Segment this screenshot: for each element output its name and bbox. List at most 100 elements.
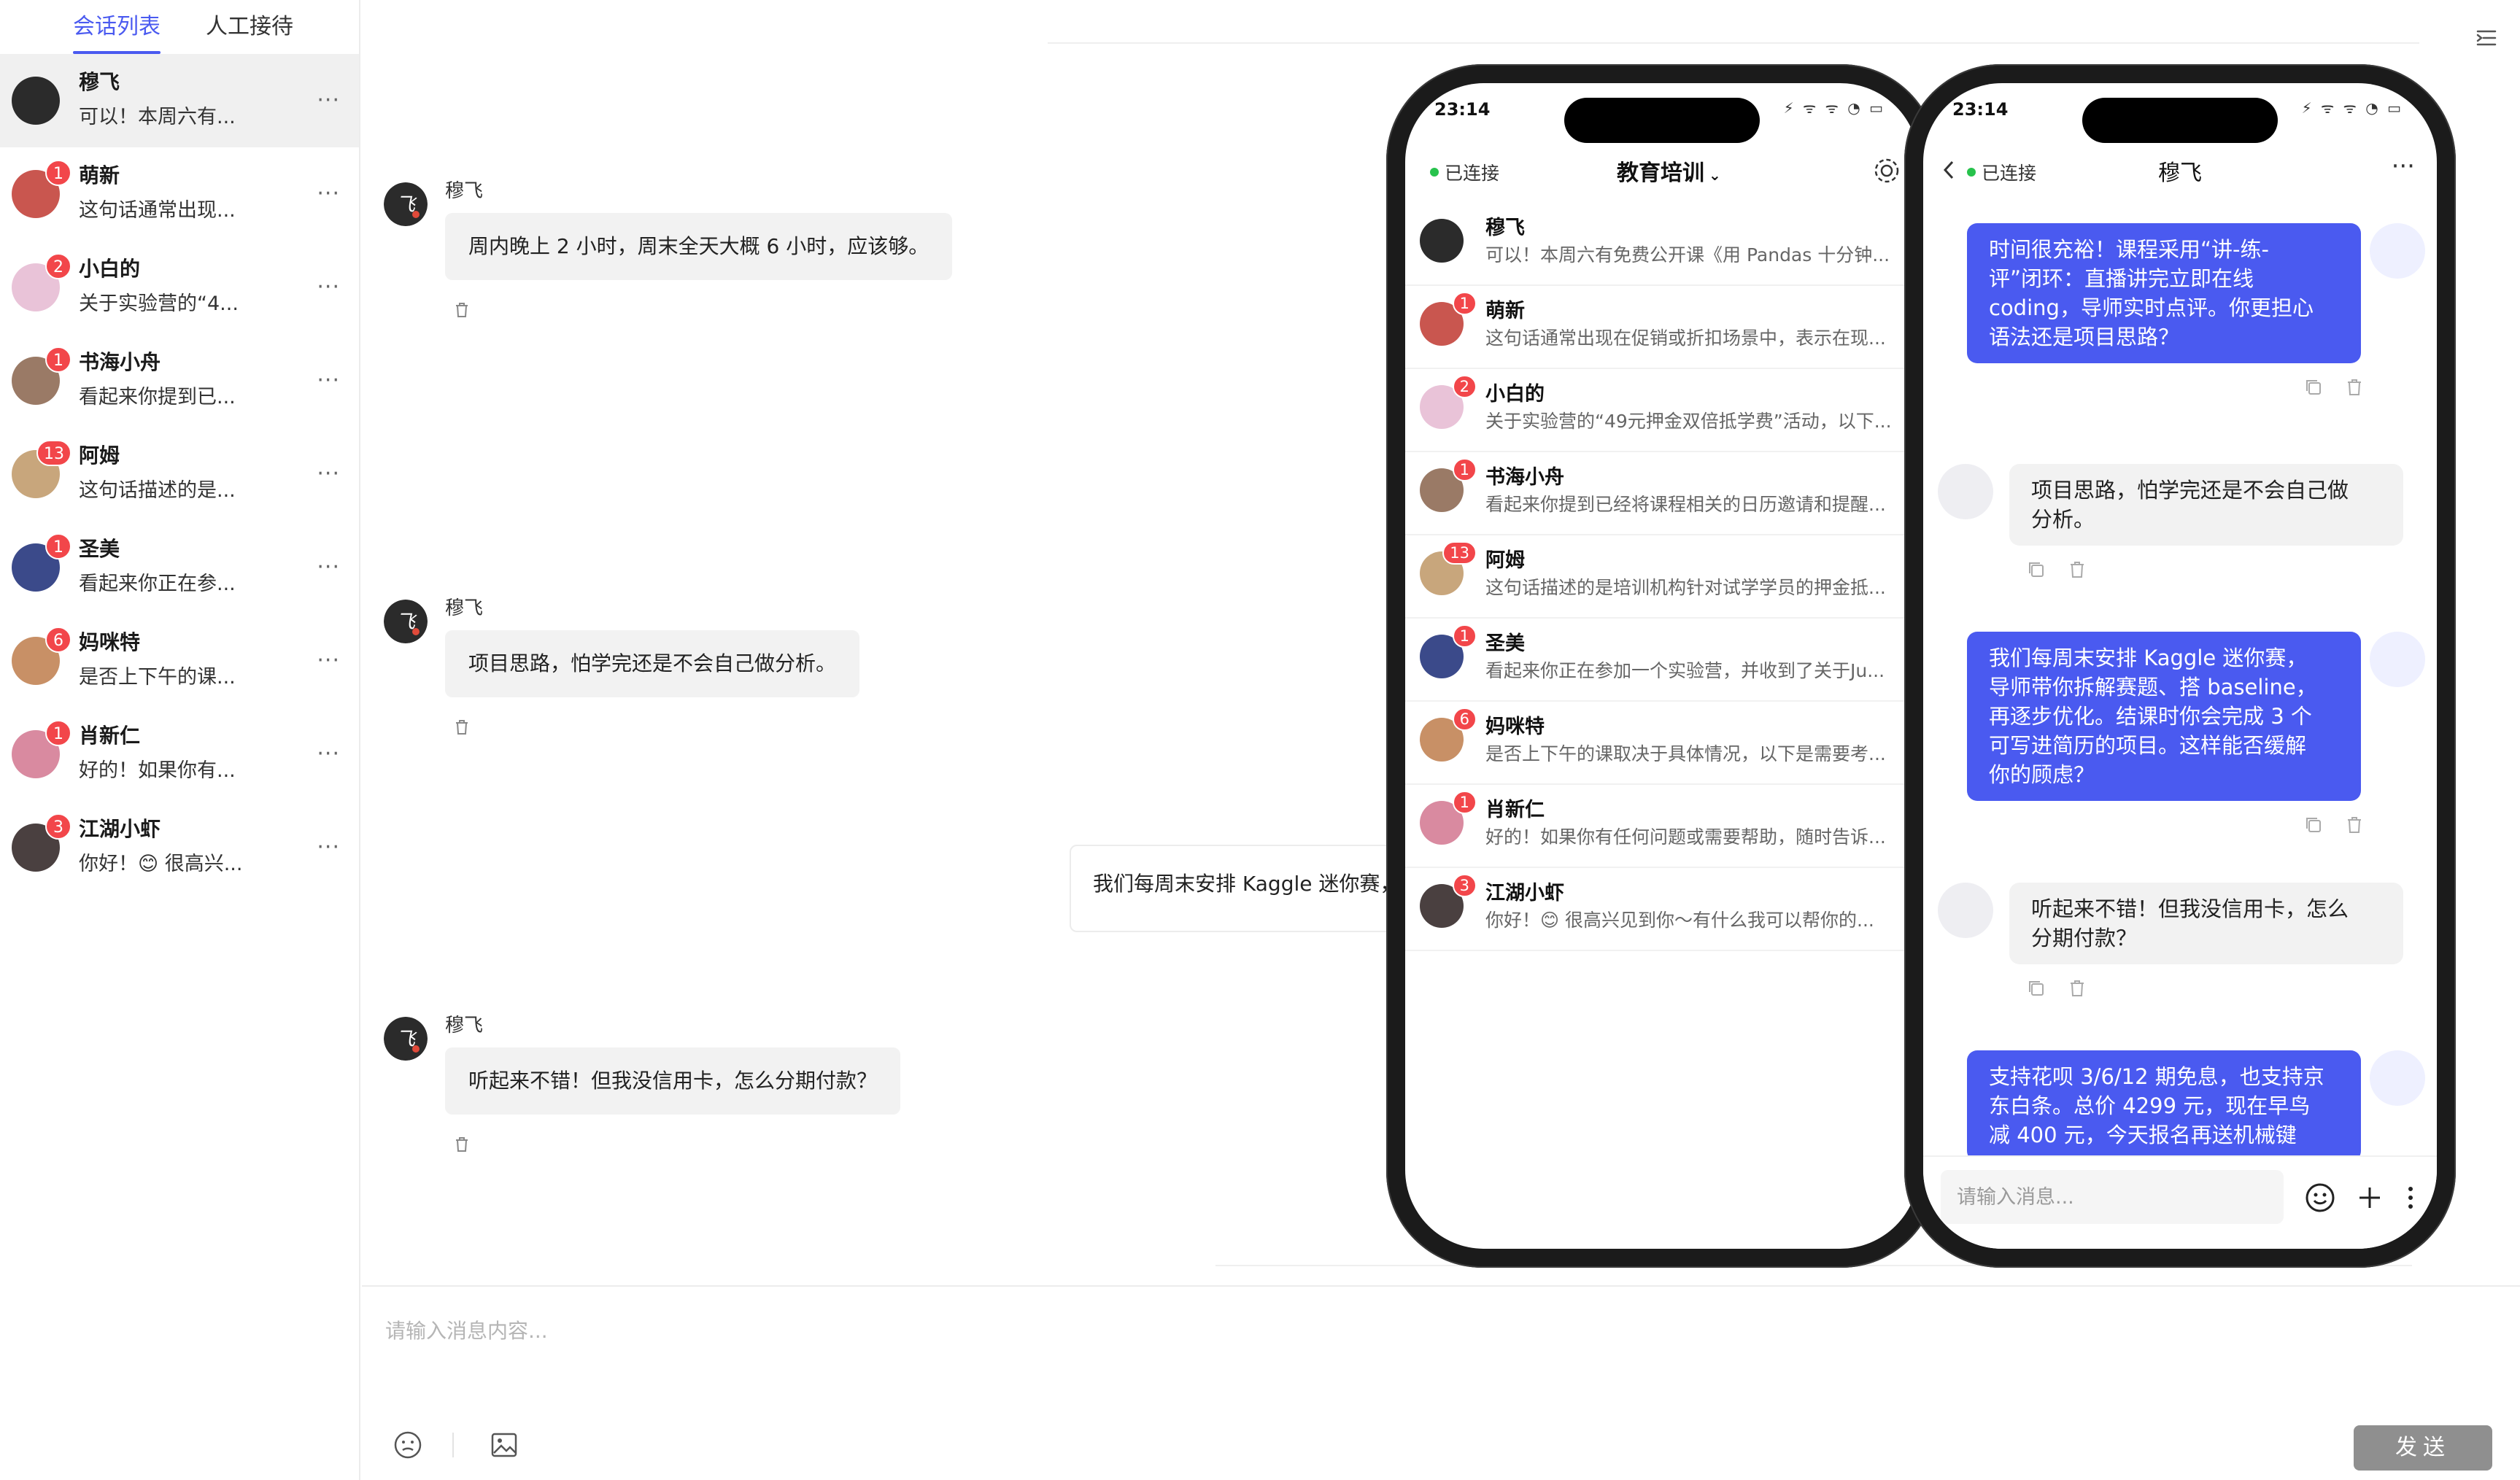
connected-dot-icon xyxy=(1967,168,1976,177)
phone-message-input[interactable] xyxy=(1941,1170,2284,1224)
conversation-name: 小白的 xyxy=(79,257,141,281)
message-row: 飞 穆飞 听起来不错！但我没信用卡，怎么分期付款？ xyxy=(384,1015,901,1157)
delete-icon[interactable] xyxy=(452,718,471,737)
conversation-text: 书海小舟看起来你提到已... xyxy=(79,348,236,414)
conversation-text: 阿姆这句话描述的是... xyxy=(79,441,236,507)
message-sender: 穆飞 xyxy=(445,597,484,619)
conversation-name: 圣美 xyxy=(1485,632,1525,655)
delete-icon[interactable] xyxy=(2066,977,2088,999)
more-options-button[interactable]: ··· xyxy=(317,274,340,300)
phone-frame-list: 23:14 ⚡ ᯤ ᯤ ◔ ▭ 已连接 教育培训⌄ 穆飞可以！本周六有免费公开课… xyxy=(1386,64,1938,1268)
avatar: 3 xyxy=(1420,874,1477,928)
more-options-button[interactable]: ··· xyxy=(317,461,340,487)
conversation-text: 萌新这句话通常出现... xyxy=(79,161,236,227)
delete-icon[interactable] xyxy=(2066,559,2088,581)
gear-icon[interactable] xyxy=(1872,156,1901,185)
unread-badge: 1 xyxy=(45,346,71,373)
conversation-item[interactable]: 穆飞可以！本周六有...··· xyxy=(0,54,359,147)
send-button[interactable]: 发送 xyxy=(2354,1425,2492,1471)
more-options-button[interactable]: ··· xyxy=(317,648,340,673)
back-arrow-icon[interactable] xyxy=(1941,159,1958,181)
avatar xyxy=(1420,219,1464,263)
avatar: 1 xyxy=(1420,791,1477,845)
message-divider xyxy=(1048,42,2419,44)
copy-icon[interactable] xyxy=(2025,559,2047,581)
message-sender: 穆飞 xyxy=(445,1015,484,1037)
conversation-text: 小白的关于实验营的“4... xyxy=(79,255,239,320)
unread-badge: 1 xyxy=(45,160,71,186)
delete-icon[interactable] xyxy=(452,301,471,319)
delete-icon[interactable] xyxy=(2343,376,2365,398)
conversation-preview: 可以！本周六有... xyxy=(79,106,236,128)
message-line: 可写进简历的项目。这样能否缓解 xyxy=(1989,733,2307,758)
message-line: 语法还是项目思路？ xyxy=(1989,325,2180,349)
phone-conversation-item[interactable]: 穆飞可以！本周六有免费公开课《用 Pandas 十分钟... xyxy=(1405,203,1919,286)
conversation-name: 肖新仁 xyxy=(1485,799,1545,821)
avatar: 1 xyxy=(12,533,71,592)
conversation-item[interactable]: 1 萌新这句话通常出现... ··· xyxy=(0,147,359,241)
conversation-name: 妈咪特 xyxy=(79,630,141,654)
more-options-button[interactable]: ··· xyxy=(317,368,340,393)
status-time: 23:14 xyxy=(1434,99,1491,120)
unread-badge: 1 xyxy=(1452,292,1477,315)
avatar-image xyxy=(12,77,60,125)
connection-label: 已连接 xyxy=(1982,163,2037,184)
emoji-icon[interactable] xyxy=(2304,1182,2336,1214)
message-input[interactable] xyxy=(385,1301,2136,1360)
status-icons: ⚡ ᯤ ᯤ ◔ ▭ xyxy=(1783,99,1885,117)
conversation-name: 萌新 xyxy=(79,163,120,187)
category-selector[interactable]: 教育培训⌄ xyxy=(1617,155,1721,187)
more-options-button[interactable]: ··· xyxy=(317,554,340,580)
more-options-button[interactable]: ··· xyxy=(317,834,340,860)
tab-conversation-list[interactable]: 会话列表 xyxy=(73,0,161,54)
more-options-button[interactable]: ··· xyxy=(2391,152,2415,181)
avatar: 1 xyxy=(1420,458,1477,512)
unread-badge: 6 xyxy=(1452,708,1477,731)
connection-status: 已连接 xyxy=(1430,159,1499,185)
connection-label: 已连接 xyxy=(1445,163,1500,184)
avatar: 6 xyxy=(12,627,71,685)
unread-badge: 2 xyxy=(1452,375,1477,398)
emoji-icon[interactable] xyxy=(393,1430,423,1460)
delete-icon[interactable] xyxy=(2343,814,2365,836)
phone-screen: 23:14 ⚡ ᯤ ᯤ ◔ ▭ 已连接 穆飞 ··· 时间很充裕！课程采用“讲-… xyxy=(1923,83,2437,1249)
delete-icon[interactable] xyxy=(452,1135,471,1154)
copy-icon[interactable] xyxy=(2025,977,2047,999)
avatar: 3 xyxy=(12,813,71,872)
vertical-more-icon[interactable] xyxy=(2395,1182,2427,1214)
copy-icon[interactable] xyxy=(2303,376,2324,398)
conversation-item[interactable]: 1 书海小舟看起来你提到已... ··· xyxy=(0,334,359,427)
list-menu-icon[interactable] xyxy=(2473,25,2500,51)
more-options-button[interactable]: ··· xyxy=(317,88,340,113)
unread-badge: 13 xyxy=(1442,541,1477,565)
conversation-name: 肖新仁 xyxy=(79,724,141,748)
conversation-name: 书海小舟 xyxy=(79,350,161,374)
more-options-button[interactable]: ··· xyxy=(317,181,340,206)
conversation-text: 江湖小虾你好！😊 很高兴... xyxy=(79,815,242,880)
tab-manual-reception[interactable]: 人工接待 xyxy=(206,14,293,39)
plus-icon[interactable] xyxy=(2354,1182,2386,1214)
message-line: 支持花呗 3/6/12 期免息，也支持京 xyxy=(1989,1064,2324,1089)
status-icons: ⚡ ᯤ ᯤ ◔ ▭ xyxy=(2301,99,2403,117)
avatar: 1 xyxy=(1420,624,1477,678)
more-options-button[interactable]: ··· xyxy=(317,741,340,767)
message-line: 减 400 元，今天报名再送机械键 xyxy=(1989,1123,2297,1147)
avatar: 飞 xyxy=(384,182,428,226)
message-line: 听起来不错！但我没信用卡，怎么 xyxy=(2031,896,2349,921)
copy-icon[interactable] xyxy=(2303,814,2324,836)
image-upload-icon[interactable] xyxy=(489,1430,519,1460)
